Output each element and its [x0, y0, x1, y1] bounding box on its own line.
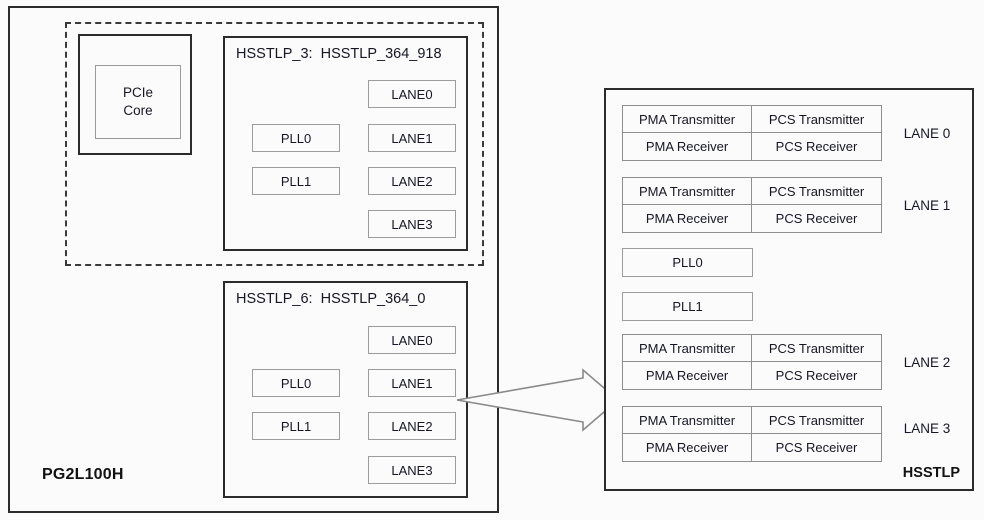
label: PLL1 — [672, 299, 703, 314]
detail-lane-0-label: LANE 0 — [903, 125, 951, 141]
pma-transmitter-cell: PMA Transmitter — [623, 106, 752, 133]
hsstlp-block-6-lane0: LANE0 — [368, 326, 456, 354]
hsstlp-block-6-pll1: PLL1 — [252, 412, 340, 440]
hsstlp-block-3-lane0: LANE0 — [368, 80, 456, 108]
pma-transmitter-cell: PMA Transmitter — [623, 335, 752, 362]
detail-lane-2-group: PMA Transmitter PCS Transmitter PMA Rece… — [622, 334, 882, 390]
pcs-transmitter-cell: PCS Transmitter — [752, 106, 881, 133]
pcie-core-box: PCIe Core — [95, 65, 181, 139]
label: PLL1 — [280, 418, 312, 434]
hsstlp-block-3-title: HSSTLP_3: HSSTLP_364_918 — [236, 46, 442, 62]
pcs-receiver-cell: PCS Receiver — [775, 139, 858, 154]
pma-transmitter-cell: PMA Transmitter — [623, 178, 752, 205]
detail-lane-3-label: LANE 3 — [903, 420, 951, 436]
hsstlp-block-3-pll0: PLL0 — [252, 124, 340, 152]
label: LANE2 — [391, 418, 433, 434]
label: LANE1 — [391, 130, 433, 146]
hsstlp-block-6-pll0: PLL0 — [252, 369, 340, 397]
label: PLL0 — [280, 375, 312, 391]
hsstlp-block-3-lane3: LANE3 — [368, 210, 456, 238]
pcie-hsstlp-group-region — [65, 22, 484, 266]
detail-lane-2-label: LANE 2 — [903, 354, 951, 370]
hsstlp-block-6-title: HSSTLP_6: HSSTLP_364_0 — [236, 291, 426, 307]
label: LANE2 — [391, 173, 433, 189]
hsstlp-block-3-lane2: LANE2 — [368, 167, 456, 195]
detail-lane-1-group: PMA Transmitter PCS Transmitter PMA Rece… — [622, 177, 882, 233]
pcs-transmitter-cell: PCS Transmitter — [752, 335, 881, 362]
label: PLL0 — [280, 130, 312, 146]
hsstlp-block-6-lane1: LANE1 — [368, 369, 456, 397]
pcs-receiver-cell: PCS Receiver — [775, 440, 858, 455]
hsstlp-block-3-pll1: PLL1 — [252, 167, 340, 195]
label: PLL0 — [672, 255, 703, 270]
pma-receiver-cell: PMA Receiver — [623, 133, 752, 160]
pma-transmitter-cell: PMA Transmitter — [623, 407, 752, 434]
pcie-core-label: PCIe Core — [122, 85, 153, 118]
expand-arrow-icon — [456, 368, 620, 432]
pcs-transmitter-cell: PCS Transmitter — [752, 178, 881, 205]
hsstlp-block-3-lane1: LANE1 — [368, 124, 456, 152]
pma-receiver-cell: PMA Receiver — [623, 362, 752, 389]
detail-lane-1-label: LANE 1 — [903, 197, 951, 213]
label: LANE0 — [391, 86, 433, 102]
pma-receiver-cell: PMA Receiver — [623, 205, 752, 232]
label: PLL1 — [280, 173, 312, 189]
label: LANE3 — [391, 216, 433, 232]
pcs-receiver-cell: PCS Receiver — [775, 368, 858, 383]
hsstlp-detail-panel-label: HSSTLP — [902, 465, 960, 481]
detail-lane-0-group: PMA Transmitter PCS Transmitter PMA Rece… — [622, 105, 882, 161]
detail-pll1-box: PLL1 — [622, 292, 753, 321]
chip-name-label: PG2L100H — [42, 466, 124, 483]
label: LANE0 — [391, 332, 433, 348]
detail-pll0-box: PLL0 — [622, 248, 753, 277]
label: LANE3 — [391, 462, 433, 478]
pma-receiver-cell: PMA Receiver — [623, 434, 752, 461]
label: LANE1 — [391, 375, 433, 391]
detail-lane-3-group: PMA Transmitter PCS Transmitter PMA Rece… — [622, 406, 882, 462]
hsstlp-block-6-lane3: LANE3 — [368, 456, 456, 484]
pcs-receiver-cell: PCS Receiver — [775, 211, 858, 226]
pcs-transmitter-cell: PCS Transmitter — [752, 407, 881, 434]
hsstlp-block-6-lane2: LANE2 — [368, 412, 456, 440]
